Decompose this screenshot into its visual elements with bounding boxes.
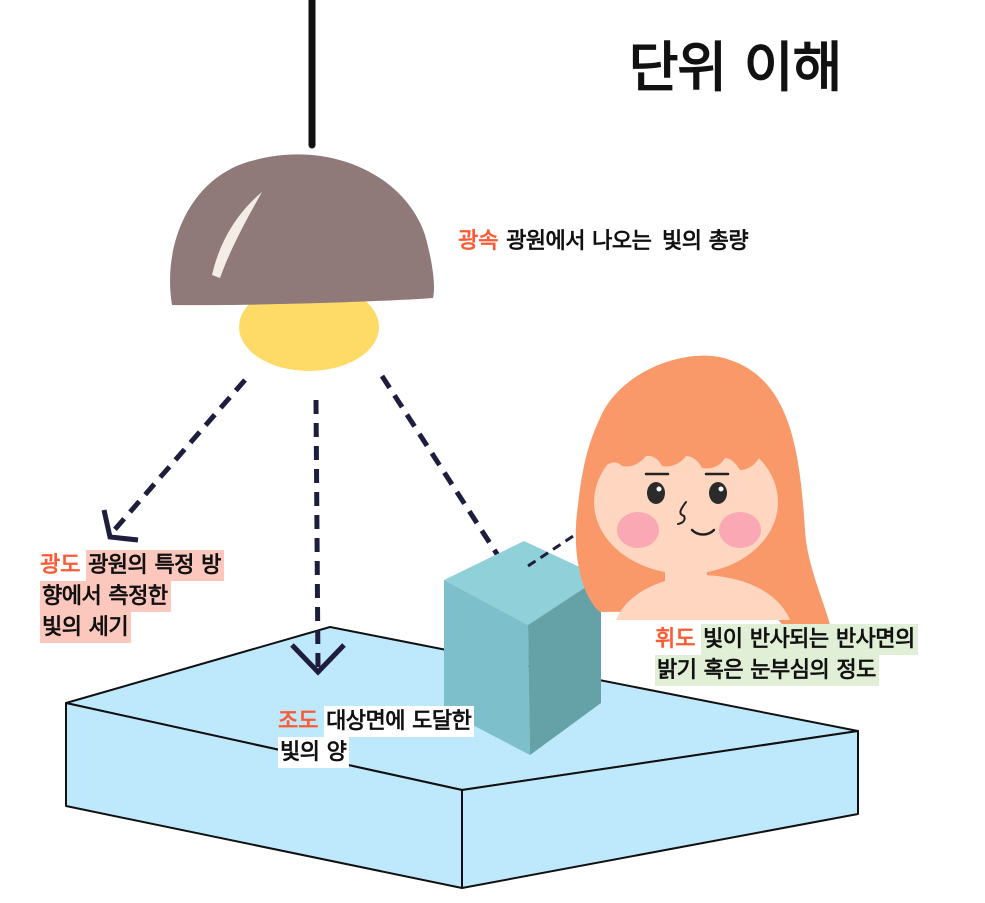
cube-side <box>528 577 601 755</box>
desc-luminance-line-2: 밝기 혹은 눈부심의 정도 <box>655 655 879 686</box>
desc-luminous-intensity-line-3: 빛의 세기 <box>40 612 132 643</box>
nose <box>677 501 687 525</box>
right-cheek <box>719 512 761 548</box>
lamp-shade <box>170 154 435 306</box>
term-luminance: 휘도 <box>655 627 696 652</box>
arrow-to-cube <box>379 374 518 584</box>
left-cheek <box>617 512 659 548</box>
arrow-to-luminous-intensity <box>108 378 247 537</box>
label-luminous-flux: 광속 광원에서 나오는 빛의 총량 <box>458 226 751 257</box>
desc-luminous-intensity-line-2: 향에서 측정한 <box>40 581 171 612</box>
term-luminous-flux: 광속 <box>458 229 499 254</box>
girl-illustration <box>575 355 832 647</box>
label-luminous-intensity: 광도 광원의 특정 방 향에서 측정한 빛의 세기 <box>40 550 224 643</box>
desc-luminance-line-1: 빛이 반사되는 반사면의 <box>701 624 918 655</box>
desc-illuminance-line-1: 대상면에 도달한 <box>324 706 475 737</box>
left-eye <box>647 482 665 504</box>
right-eye <box>709 482 727 504</box>
mouth <box>690 528 716 536</box>
arrowhead-luminous-intensity <box>101 509 139 543</box>
label-luminance: 휘도 빛이 반사되는 반사면의 밝기 혹은 눈부심의 정도 <box>655 624 918 686</box>
bangs <box>598 390 782 470</box>
page-title: 단위 이해 <box>628 36 843 99</box>
term-luminous-intensity: 광도 <box>40 553 81 578</box>
shade-highlight <box>212 192 262 278</box>
label-illuminance: 조도 대상면에 도달한 빛의 양 <box>278 706 475 768</box>
bulb <box>239 283 379 371</box>
desc-illuminance-line-2: 빛의 양 <box>278 737 350 768</box>
body <box>616 575 790 620</box>
desc-luminous-flux-line-1: 광원에서 나오는 <box>506 229 652 254</box>
arrow-to-table <box>313 399 321 669</box>
table-side <box>461 730 859 889</box>
arrowhead-table <box>290 643 346 676</box>
term-illuminance: 조도 <box>278 709 319 734</box>
desc-luminous-intensity-line-1: 광원의 특정 방 <box>86 550 224 581</box>
desc-luminous-flux-line-2: 빛의 총량 <box>661 229 749 254</box>
cube-top <box>444 541 601 625</box>
